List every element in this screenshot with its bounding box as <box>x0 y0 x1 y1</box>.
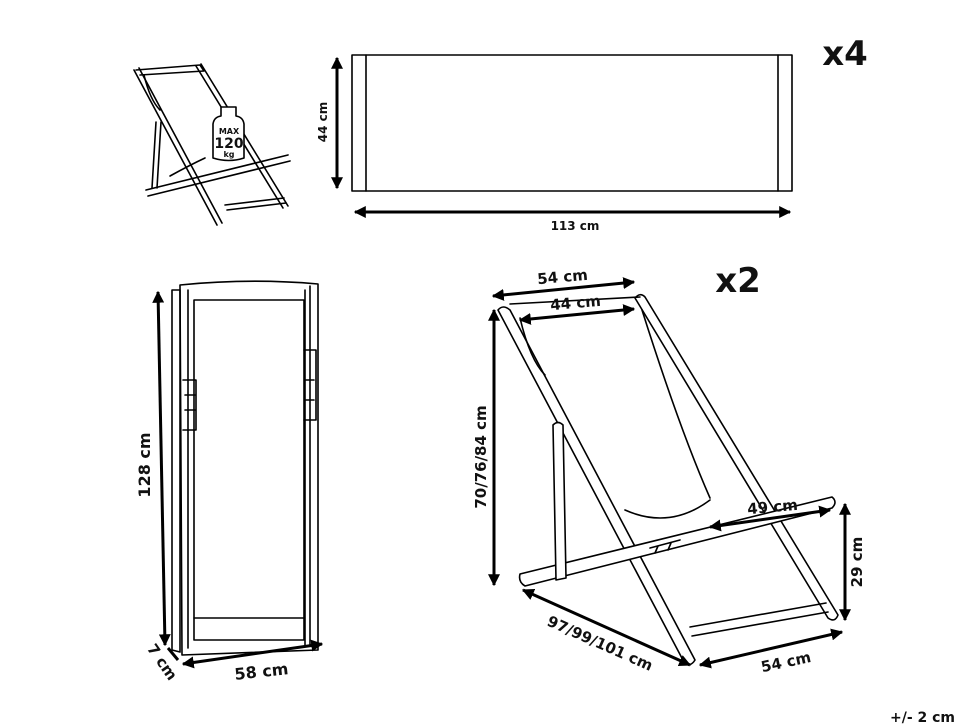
weight-unit: kg <box>223 150 234 159</box>
front-view-chair <box>171 280 319 656</box>
armrest-arrow <box>708 505 832 532</box>
side-quantity: x2 <box>715 261 761 301</box>
fabric-quantity: x4 <box>822 34 868 74</box>
armrest-label: 49 cm <box>747 496 799 518</box>
inner-width-label: 44 cm <box>550 292 602 314</box>
front-depth-label: 7 cm <box>143 641 181 684</box>
weight-max-label: MAX <box>219 127 240 136</box>
weight-value: 120 <box>214 136 243 152</box>
front-width-label: 58 cm <box>234 659 290 684</box>
max-weight-badge: MAX 120 kg <box>212 106 245 162</box>
length-arrow <box>521 588 692 667</box>
front-depth-arrow <box>166 647 180 661</box>
seat-height-label: 29 cm <box>848 537 866 588</box>
side-height-label: 70/76/84 cm <box>472 405 490 508</box>
side-view-chair <box>497 293 839 666</box>
outer-width-label: 54 cm <box>537 266 589 288</box>
front-height-arrow <box>152 290 171 647</box>
front-height-label: 128 cm <box>135 432 154 497</box>
inner-width-arrow <box>518 304 636 325</box>
base-width-label: 54 cm <box>759 648 812 676</box>
outer-width-arrow <box>491 277 636 301</box>
chair-thumbnail-icon <box>133 63 291 226</box>
front-width-arrow <box>181 639 324 669</box>
fabric-height-label: 44 cm <box>316 102 330 143</box>
fabric-panel <box>351 54 793 192</box>
fabric-width-label: 113 cm <box>551 219 600 233</box>
base-width-arrow <box>698 628 844 669</box>
tolerance-note: +/- 2 cm <box>890 710 955 726</box>
